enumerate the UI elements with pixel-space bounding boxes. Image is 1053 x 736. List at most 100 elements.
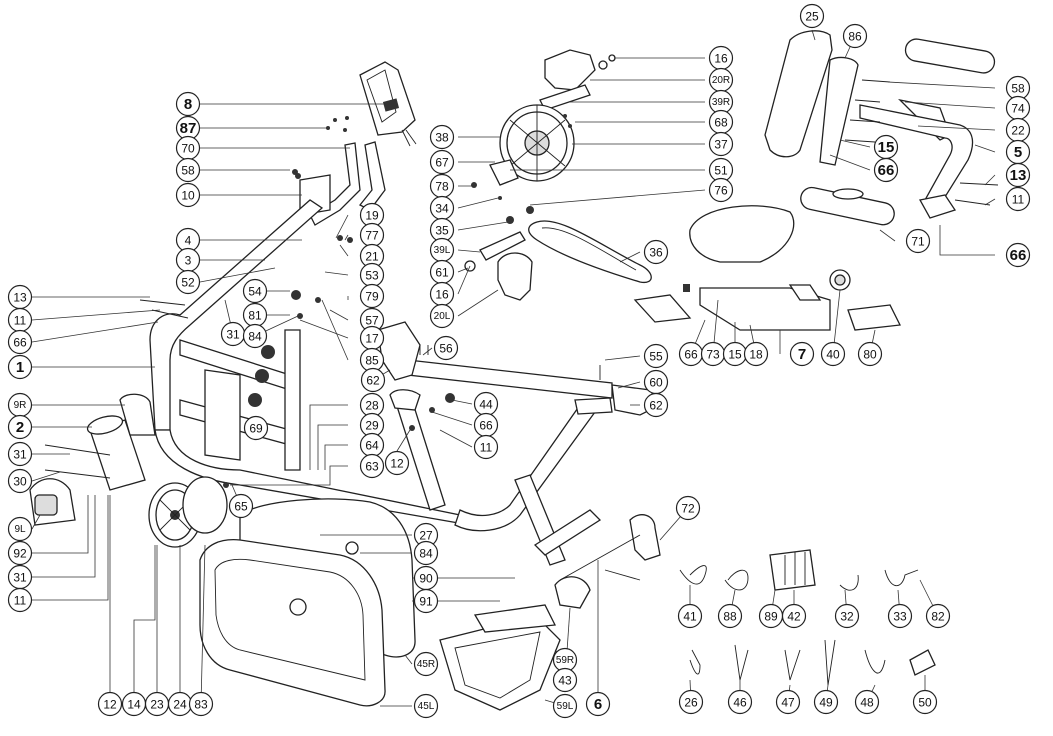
callout-72: 72 [675, 495, 701, 521]
callout-67: 67 [429, 149, 455, 175]
callout-26: 26 [678, 689, 704, 715]
callout-number: 62 [366, 374, 380, 388]
callout-circle [429, 149, 455, 175]
callout-number: 16 [714, 52, 728, 66]
callout-number: 12 [103, 698, 117, 712]
callout-circle [743, 341, 769, 367]
callout-35: 35 [429, 217, 455, 243]
callout-number: 35 [435, 224, 449, 238]
callout-circle [857, 341, 883, 367]
callout-66e: 66 [678, 341, 704, 367]
callout-31a: 31 [7, 441, 33, 467]
callout-20R: 20R [708, 67, 734, 93]
callout-11a: 11 [7, 307, 33, 333]
callout-number: 31 [13, 448, 27, 462]
callout-number: 56 [439, 342, 453, 356]
callout-46: 46 [727, 689, 753, 715]
callout-16a: 16 [708, 45, 734, 71]
callout-number: 8 [184, 96, 192, 113]
callout-76: 76 [708, 177, 734, 203]
callout-circle [242, 323, 268, 349]
callout-12b: 12 [97, 691, 123, 717]
callout-circle [727, 689, 753, 715]
callout-15b: 15 [722, 341, 748, 367]
callout-number: 69 [249, 422, 263, 436]
callout-number: 46 [733, 696, 747, 710]
pulley-part [499, 104, 575, 182]
callout-number: 16 [435, 288, 449, 302]
callout-number: 3 [185, 254, 192, 268]
callout-number: 42 [787, 610, 801, 624]
seat-part [689, 205, 795, 263]
callout-number: 68 [714, 116, 728, 130]
callout-number: 44 [479, 398, 493, 412]
callout-number: 1 [16, 359, 24, 376]
callout-circle [7, 329, 33, 355]
callout-number: 2 [16, 419, 24, 436]
main-frame-part [149, 199, 602, 566]
callout-68: 68 [708, 109, 734, 135]
callout-number: 66 [1010, 247, 1027, 264]
callout-circle [7, 441, 33, 467]
callout-number: 13 [13, 291, 27, 305]
callout-circle [1005, 162, 1031, 188]
callout-49: 49 [813, 689, 839, 715]
callout-circle [413, 540, 439, 566]
callout-number: 50 [918, 696, 932, 710]
callout-65: 65 [228, 493, 254, 519]
callout-45L: 45L [413, 693, 439, 719]
callout-number: 11 [14, 594, 27, 608]
callout-circle [813, 689, 839, 715]
callout-circle [7, 516, 33, 542]
callout-number: 25 [805, 10, 819, 24]
callout-number: 9L [14, 524, 26, 535]
callout-number: 90 [419, 572, 433, 586]
callout-circle [842, 23, 868, 49]
callout-38: 38 [429, 124, 455, 150]
shroud-left-part [199, 539, 386, 707]
callout-circle [433, 335, 459, 361]
callout-number: 82 [931, 610, 945, 624]
callout-90: 90 [413, 565, 439, 591]
callout-54: 54 [242, 278, 268, 304]
callout-circle [7, 540, 33, 566]
callout-circle [643, 239, 669, 265]
callout-number: 27 [419, 529, 433, 543]
callout-66d: 66 [1005, 242, 1031, 268]
callout-number: 77 [365, 229, 379, 243]
callout-22: 22 [1005, 117, 1031, 143]
callout-number: 26 [684, 696, 698, 710]
callout-number: 60 [649, 376, 663, 390]
callout-number: 76 [714, 184, 728, 198]
callout-58b: 58 [1005, 75, 1031, 101]
callout-number: 70 [181, 142, 195, 156]
callout-number: 64 [365, 439, 379, 453]
callout-number: 9R [14, 400, 27, 411]
callout-circle [384, 450, 410, 476]
callout-number: 74 [1011, 102, 1025, 116]
callout-74: 74 [1005, 95, 1031, 121]
callout-41: 41 [677, 603, 703, 629]
callout-circle [708, 177, 734, 203]
callout-circle [678, 689, 704, 715]
callout-33: 33 [887, 603, 913, 629]
callout-13a: 13 [7, 284, 33, 310]
callout-number: 29 [365, 419, 379, 433]
callout-59L: 59L [552, 693, 578, 719]
callout-66c: 66 [873, 157, 899, 183]
belt-part [528, 220, 652, 284]
callout-circle [887, 603, 913, 629]
callout-number: 39L [434, 245, 451, 256]
callout-number: 51 [714, 164, 728, 178]
callout-79: 79 [359, 283, 385, 309]
callout-circle [643, 392, 669, 418]
callout-47: 47 [775, 689, 801, 715]
callout-43: 43 [552, 667, 578, 693]
callout-circle [242, 278, 268, 304]
callout-25: 25 [799, 3, 825, 29]
callout-number: 45L [418, 701, 435, 712]
callout-number: 7 [798, 346, 806, 363]
callout-number: 86 [848, 30, 862, 44]
callout-circle [413, 651, 439, 677]
